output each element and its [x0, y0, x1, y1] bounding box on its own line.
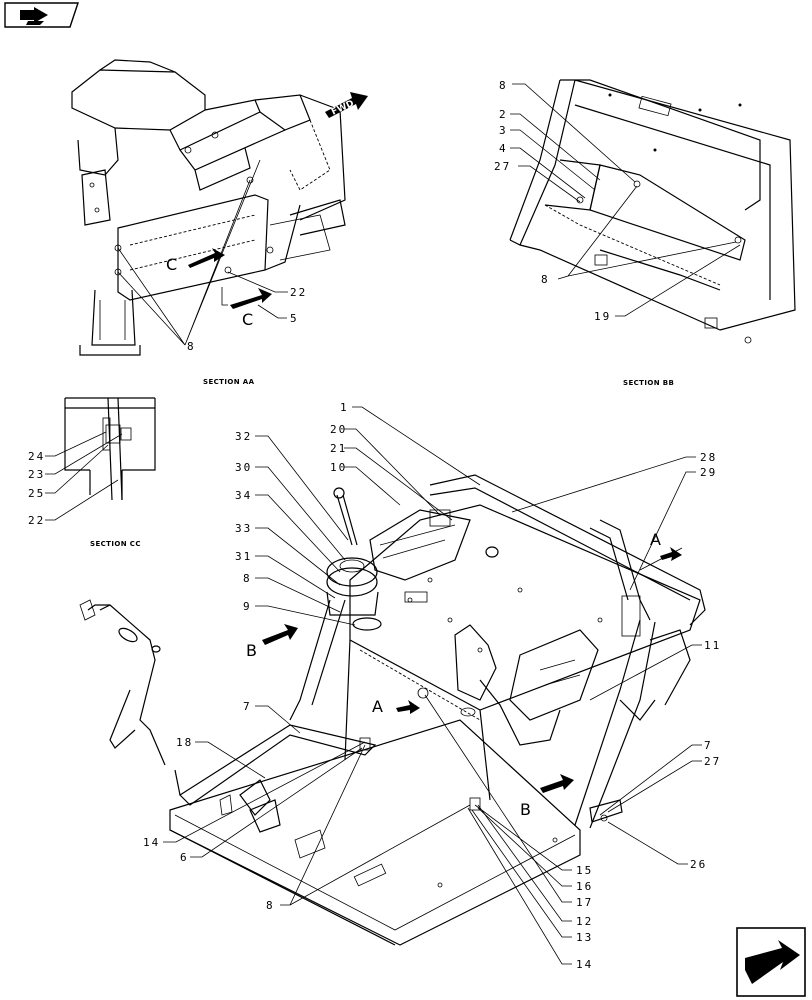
callout-m-12: 12	[576, 915, 593, 928]
callout-m-14b: 14	[576, 958, 593, 971]
callout-m-6: 6	[180, 851, 189, 864]
callout-m-7a: 7	[243, 700, 252, 713]
section-aa-title: SECTION AA	[203, 378, 255, 386]
callout-m-1: 1	[340, 401, 349, 414]
section-marker-a-mid: A	[372, 697, 383, 716]
section-marker-a-right: A	[650, 530, 661, 549]
callout-m-31: 31	[235, 550, 252, 563]
callout-aa-22: 22	[290, 286, 307, 299]
callout-m-21: 21	[330, 442, 347, 455]
callout-aa-5: 5	[290, 312, 299, 325]
callout-m-8a: 8	[243, 572, 252, 585]
callout-cc-25: 25	[28, 487, 45, 500]
section-aa-view: FWD C C 22 5 8 SECTION AA	[71, 59, 368, 386]
callout-bb-2: 2	[499, 108, 508, 121]
callout-m-29: 29	[700, 466, 717, 479]
callout-m-9: 9	[243, 600, 252, 613]
callout-m-13: 13	[576, 931, 593, 944]
section-marker-c-lower: C	[242, 310, 253, 329]
callout-m-7b: 7	[704, 739, 713, 752]
book-arrow-icon[interactable]	[4, 2, 79, 28]
section-cc-view: 24 23 25 22 SECTION CC	[28, 397, 156, 548]
section-marker-b-left: B	[246, 641, 257, 660]
callout-cc-24: 24	[28, 450, 45, 463]
callout-m-14: 14	[143, 836, 160, 849]
callout-aa-8: 8	[187, 340, 196, 353]
section-bb-title: SECTION BB	[623, 379, 674, 387]
callout-m-15: 15	[576, 864, 593, 877]
callout-bb-27: 27	[494, 160, 511, 173]
callout-bb-4: 4	[499, 142, 508, 155]
callout-m-11: 11	[704, 639, 721, 652]
callout-m-10: 10	[330, 461, 347, 474]
callout-m-26: 26	[690, 858, 707, 871]
callout-m-34: 34	[235, 489, 252, 502]
svg-text:FWD: FWD	[330, 99, 356, 118]
callout-cc-22: 22	[28, 514, 45, 527]
callout-bb-19: 19	[594, 310, 611, 323]
callout-m-27: 27	[704, 755, 721, 768]
callout-m-20: 20	[330, 423, 347, 436]
callout-bb-8-low: 8	[541, 273, 550, 286]
section-cc-title: SECTION CC	[90, 540, 141, 548]
callout-bb-3: 3	[499, 124, 508, 137]
callout-m-8b: 8	[266, 899, 275, 912]
callout-m-33: 33	[235, 522, 252, 535]
callout-m-17: 17	[576, 896, 593, 909]
callout-m-32: 32	[235, 430, 252, 443]
callout-m-28: 28	[700, 451, 717, 464]
next-page-arrow-icon[interactable]	[736, 927, 806, 997]
callout-m-18: 18	[176, 736, 193, 749]
section-marker-c-upper: C	[166, 255, 177, 274]
callout-m-16: 16	[576, 880, 593, 893]
callout-m-30: 30	[235, 461, 252, 474]
callout-cc-23: 23	[28, 468, 45, 481]
callout-bb-8-top: 8	[499, 79, 508, 92]
fwd-arrow: FWD	[325, 92, 368, 118]
section-marker-b-right: B	[520, 800, 531, 819]
section-bb-view: 8 2 3 4 27 8 19 SECTION BB	[494, 79, 796, 387]
main-assembly-view: B A A B 1 32 20 21 10 28 29 30 34 33 31 …	[79, 401, 721, 971]
